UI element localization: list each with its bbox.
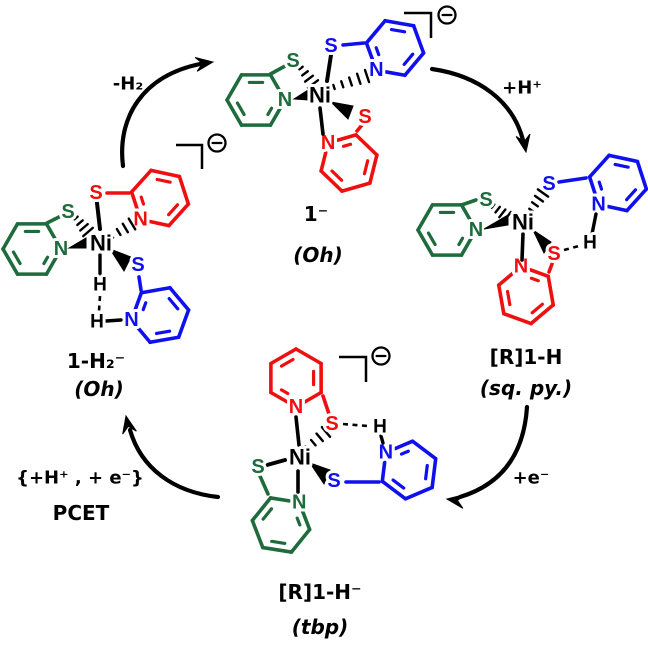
species-top-geometry: (Oh) (293, 243, 343, 267)
pyridine-ring: N (129, 168, 191, 234)
pyridine-ring: N (318, 129, 379, 193)
nitrogen-atom-label: N (369, 59, 383, 81)
hydrogen-atom-label: H (373, 417, 387, 438)
nitrogen-atom-label: N (54, 238, 68, 260)
sulfur-atom-label: S (61, 201, 74, 223)
negative-charge-icon (207, 133, 227, 153)
nitrogen-atom-label: N (514, 255, 528, 277)
step-h2-release-label: -H₂ (112, 73, 144, 95)
arrow-protonation (429, 66, 531, 154)
pyridine-ring: N (376, 439, 438, 501)
nitrogen-atom-label: N (379, 442, 393, 464)
negative-charge-icon (437, 5, 457, 25)
nitrogen-atom-label: N (469, 219, 483, 241)
hydrogen-atom-label: H (93, 275, 107, 296)
species-left-name: 1-H₂⁻ (66, 349, 126, 373)
sulfur-atom-label: S (89, 182, 102, 204)
step-reduction-label: +e⁻ (512, 467, 550, 489)
sulfur-atom-label: S (251, 456, 264, 478)
pyridine-ring: N (269, 347, 323, 421)
nitrogen-atom-label: N (133, 209, 147, 231)
step-pcet-name: PCET (52, 501, 110, 525)
species-top-name: 1⁻ (303, 202, 329, 226)
species-left-geometry: (Oh) (74, 377, 124, 401)
sulfur-atom-label: S (324, 35, 337, 57)
nickel-atom-label: Ni (289, 445, 311, 470)
sulfur-atom-label: S (542, 173, 555, 195)
negative-charge-icon (371, 346, 391, 366)
pyridine-ring: N (587, 153, 648, 219)
hydrogen-atom-label: H (583, 233, 597, 254)
pyridine-ring: N (416, 203, 486, 257)
sulfur-atom-label: S (131, 254, 144, 276)
step-pcet-label: {+H⁺ , + e⁻} (16, 467, 144, 489)
species-right-geometry: (sq. py.) (479, 376, 573, 400)
sulfur-atom-label: S (547, 243, 560, 265)
arrow-reduction (445, 404, 530, 509)
pyridine-ring: N (364, 18, 426, 84)
arrow-pcet (122, 414, 221, 500)
pyridine-ring: N (250, 488, 312, 554)
pyridine-ring: N (121, 285, 191, 345)
nickel-atom-label: Ni (90, 231, 112, 256)
species-right-name: [R]1-H (489, 345, 563, 369)
pyridine-ring: N (496, 252, 556, 326)
nickel-atom-label: Ni (512, 210, 534, 235)
species-bottom-name: [R]1-H⁻ (278, 580, 362, 604)
nitrogen-atom-label: N (278, 89, 292, 111)
arrow-h2-release (120, 56, 215, 169)
hydrogen-atom-label: H (90, 312, 104, 333)
sulfur-atom-label: S (325, 413, 338, 435)
sulfur-atom-label: S (358, 106, 371, 128)
species-bottom-geometry: (tbp) (291, 615, 349, 639)
nitrogen-atom-label: N (591, 194, 605, 216)
nitrogen-atom-label: N (124, 309, 138, 331)
sulfur-atom-label: S (479, 189, 492, 211)
step-protonation-label: +H⁺ (502, 77, 542, 99)
pyridine-ring: N (225, 73, 295, 127)
sulfur-atom-label: S (327, 470, 340, 492)
sulfur-atom-label: S (286, 50, 299, 72)
nitrogen-atom-label: N (289, 396, 303, 418)
nickel-atom-label: Ni (309, 83, 331, 108)
nitrogen-atom-label: N (321, 132, 335, 154)
nitrogen-atom-label: N (292, 491, 306, 513)
pyridine-ring: N (1, 222, 71, 276)
